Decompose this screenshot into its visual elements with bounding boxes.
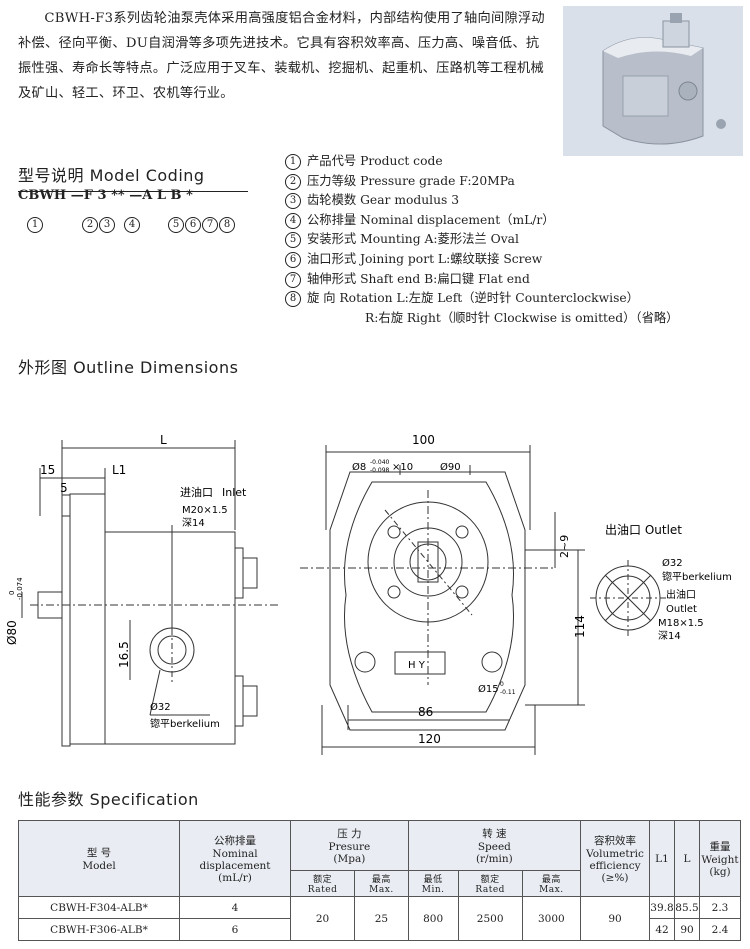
cell-s-max: 3000 [521, 896, 582, 941]
th-l: L [674, 820, 700, 897]
dim-key-tol-top: -0.040 [370, 459, 390, 466]
cell-l: 85.5 [674, 896, 700, 919]
outlet-depth: 深14 [658, 630, 681, 642]
inlet-label-cn: 进油口 [180, 485, 213, 499]
dim-120: 120 [418, 732, 441, 746]
cell-eff: 90 [580, 896, 650, 941]
dim-key-len: ×10 [392, 462, 413, 473]
dim-100: 100 [412, 433, 435, 447]
table-row: CBWH-F306-ALB* 6 42 90 2.4 [18, 918, 741, 941]
outlet-thread: M18×1.5 [658, 618, 704, 629]
cell-model: CBWH-F306-ALB* [18, 918, 180, 941]
pump-image [563, 6, 743, 156]
code-number-1: 1 [27, 212, 44, 233]
dim-dia15: Ø15 [478, 683, 499, 695]
dim-15: 15 [40, 463, 55, 477]
dim-dia90: Ø90 [440, 461, 461, 473]
outline-drawing: L L1 15 5 Ø80 0 -0.074 16.5 进油口 Inlet M2… [5, 433, 732, 755]
dim-16-5: 16.5 [117, 641, 131, 668]
cell-model: CBWH-F304-ALB* [18, 896, 180, 919]
dim-key-tol-bot: -0.098 [370, 467, 390, 474]
table-row: CBWH-F304-ALB* 4 20 25 800 2500 3000 90 … [18, 896, 741, 941]
inlet-label-en: Inlet [222, 486, 247, 499]
cell-disp: 4 [179, 896, 291, 919]
inlet-thread: M20×1.5 [182, 505, 228, 516]
outlet-berkelium: 锪平berkelium [662, 570, 732, 583]
hy-mark: H Y [408, 660, 426, 671]
cell-wt: 2.4 [699, 918, 741, 941]
inlet-depth: 深14 [182, 517, 205, 529]
cell-s-rated: 2500 [457, 896, 523, 941]
intro-paragraph: CBWH-F3系列齿轮油泵壳体采用高强度铝合金材料，内部结构使用了轴向间隙浮动补… [18, 11, 545, 101]
dim-dia15-tol-top: 0 [500, 681, 504, 688]
spec-heading: 性能参数 Specification [18, 790, 199, 809]
cell-p-rated: 20 [289, 896, 356, 941]
side-dia32: Ø32 [150, 701, 171, 713]
dim-L1: L1 [112, 463, 126, 477]
outlet-dia32: Ø32 [662, 557, 683, 569]
cell-l1: 39.8 [649, 896, 675, 919]
outline-heading: 外形图 Outline Dimensions [18, 358, 239, 377]
dim-5: 5 [60, 481, 68, 495]
dim-dia15-tol-bot: -0.11 [500, 689, 516, 696]
outlet-en: Outlet [666, 604, 697, 615]
cell-l1: 42 [649, 918, 675, 941]
dim-114: 114 [573, 615, 587, 638]
coding-item-extra: R:右旋 Right（顺时针 Clockwise is omitted）（省略） [365, 310, 679, 325]
th-l1: L1 [649, 820, 675, 897]
cell-p-max: 25 [354, 896, 409, 941]
dim-dia80: Ø80 [5, 620, 19, 645]
cell-l: 90 [674, 918, 700, 941]
side-berkelium: 锪平berkelium [150, 717, 220, 730]
code-underline [18, 191, 248, 192]
side-flange [61, 515, 71, 747]
outlet-cn: 出油口 [666, 588, 696, 601]
cell-wt: 2.3 [699, 896, 741, 919]
code-part-3: 3 [97, 188, 107, 203]
cell-s-min: 800 [407, 896, 459, 941]
code-part-6: L [156, 188, 166, 203]
code-part-8: * [186, 188, 193, 203]
dim-dia80-tol-bot: -0.074 [16, 577, 24, 600]
dim-dia80-tol-top: 0 [8, 591, 16, 595]
code-part-7: B [170, 188, 182, 203]
front-hy-plate [394, 651, 446, 675]
model-coding-heading: 型号说明 Model Coding [18, 166, 205, 185]
outlet-label: 出油口 Outlet [605, 523, 682, 537]
dim-key: Ø8 [352, 461, 366, 473]
dim-2-9: 2~9 [558, 535, 571, 558]
dim-L: L [160, 433, 167, 447]
dim-86: 86 [418, 705, 433, 719]
product-photo [563, 6, 743, 156]
front-housing [329, 471, 526, 731]
cell-disp: 6 [179, 918, 291, 941]
